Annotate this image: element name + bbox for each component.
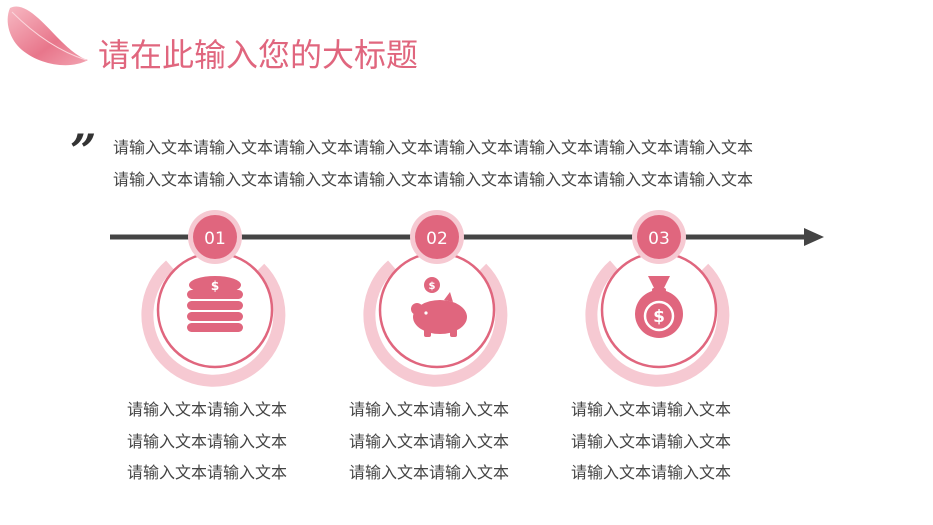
money-bag-icon: $ bbox=[635, 276, 683, 338]
step-text-line: 请输入文本请输入文本 bbox=[127, 431, 288, 451]
timeline-arrowhead bbox=[804, 228, 824, 246]
step-text-line: 请输入文本请输入文本 bbox=[571, 400, 732, 419]
intro-line: 请输入文本请输入文本请输入文本请输入文本请输入文本请输入文本请输入文本请输入文本 bbox=[113, 138, 754, 157]
step-number-badge bbox=[415, 215, 459, 259]
step-ring-outer bbox=[585, 260, 730, 387]
page-title: 请在此输入您的大标题 bbox=[98, 36, 419, 74]
piggy-bank-icon: $ bbox=[411, 277, 467, 337]
step-2: 02 $ bbox=[363, 210, 508, 387]
step-3: 03 $ bbox=[585, 210, 730, 387]
petal-decoration bbox=[7, 6, 88, 66]
quote-mark: ” bbox=[70, 124, 97, 178]
step-1: 01 $ bbox=[141, 210, 286, 387]
step-ring-outer bbox=[141, 260, 286, 387]
svg-text:$: $ bbox=[211, 279, 219, 293]
step-1-text: 请输入文本请输入文本 请输入文本请输入文本 请输入文本请输入文本 bbox=[127, 394, 327, 489]
step-text-line: 请输入文本请输入文本 bbox=[571, 431, 732, 451]
step-text-line: 请输入文本请输入文本 bbox=[349, 463, 510, 482]
step-3-text: 请输入文本请输入文本 请输入文本请输入文本 请输入文本请输入文本 bbox=[571, 394, 771, 489]
step-number-badge bbox=[637, 215, 681, 259]
step-2-text: 请输入文本请输入文本 请输入文本请输入文本 请输入文本请输入文本 bbox=[349, 394, 549, 489]
step-number: 03 bbox=[648, 229, 670, 249]
svg-text:$: $ bbox=[653, 307, 665, 327]
step-text-line: 请输入文本请输入文本 bbox=[127, 463, 288, 482]
step-number: 01 bbox=[204, 229, 226, 249]
step-ring-outer bbox=[363, 260, 508, 387]
step-number-badge bbox=[193, 215, 237, 259]
step-text-line: 请输入文本请输入文本 bbox=[571, 463, 732, 482]
coin-stack-icon: $ bbox=[187, 276, 243, 332]
step-text-line: 请输入文本请输入文本 bbox=[349, 431, 510, 451]
intro-line: 请输入文本请输入文本请输入文本请输入文本请输入文本请输入文本请输入文本请输入文本 bbox=[113, 170, 754, 189]
step-number: 02 bbox=[426, 229, 448, 249]
svg-text:$: $ bbox=[429, 281, 436, 292]
step-text-line: 请输入文本请输入文本 bbox=[127, 400, 288, 419]
intro-paragraph: 请输入文本请输入文本请输入文本请输入文本请输入文本请输入文本请输入文本请输入文本… bbox=[113, 132, 753, 196]
step-text-line: 请输入文本请输入文本 bbox=[349, 400, 510, 419]
